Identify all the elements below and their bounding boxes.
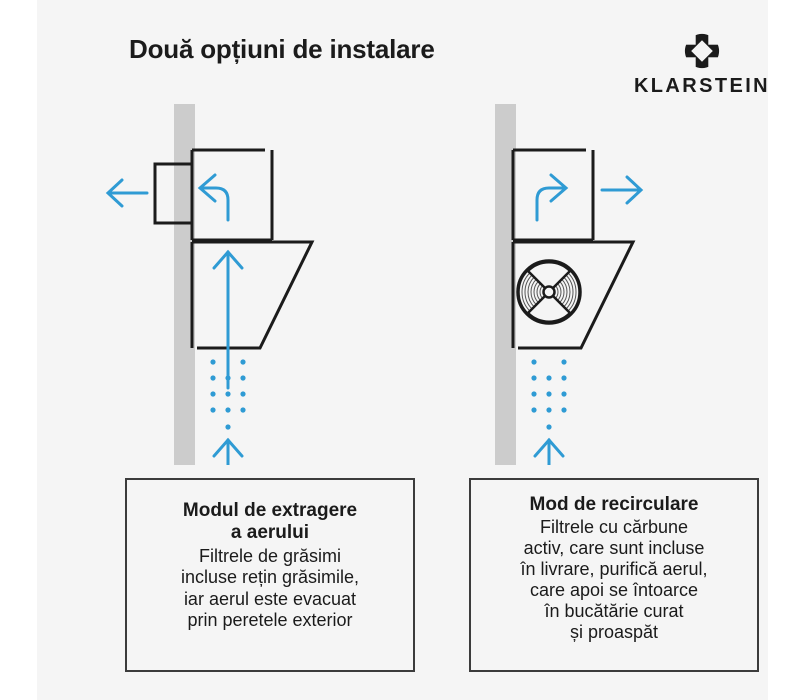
outdoor-exhaust-arrow <box>105 178 149 208</box>
cooktop-rising-air-arrow <box>533 437 565 465</box>
room-return-arrow <box>600 175 644 205</box>
content-panel: Două opțiuni de instalare KLARSTEIN <box>37 0 768 700</box>
caption-recirculation-mode: Mod de recirculare Filtrele cu cărbune a… <box>469 478 759 672</box>
caption-body: Filtrele cu cărbune activ, care sunt inc… <box>520 517 708 643</box>
recirculation-mode-diagram <box>452 100 792 465</box>
hood-chimney <box>190 148 274 242</box>
extraction-mode-diagram <box>97 100 437 465</box>
hood-canopy <box>511 240 636 350</box>
brand-name: KLARSTEIN <box>633 75 771 97</box>
recirculation-turn-arrow <box>535 173 569 222</box>
wall <box>174 104 195 465</box>
hood-canopy <box>190 240 315 350</box>
caption-title: Modul de extragere a aerului <box>182 500 358 544</box>
hood-intake-arrow <box>212 249 244 390</box>
hood-chimney <box>511 148 595 242</box>
klarstein-octagon-logo-icon <box>684 33 720 69</box>
caption-body: Filtrele de grăsimi incluse rețin grăsim… <box>180 546 360 630</box>
cooktop-rising-air-arrow <box>212 437 244 465</box>
duct-turn-arrow <box>197 173 230 222</box>
wall <box>495 104 516 465</box>
grease-particles <box>531 359 567 430</box>
brand-logo: KLARSTEIN <box>627 33 777 98</box>
page-title: Două opțiuni de instalare <box>129 34 435 64</box>
caption-extraction-mode: Modul de extragere a aerului Filtrele de… <box>125 478 415 672</box>
carbon-filter-fan-icon <box>516 259 582 325</box>
grease-particles <box>210 359 246 430</box>
wall-duct <box>153 162 192 225</box>
caption-title: Mod de recirculare <box>529 494 699 515</box>
